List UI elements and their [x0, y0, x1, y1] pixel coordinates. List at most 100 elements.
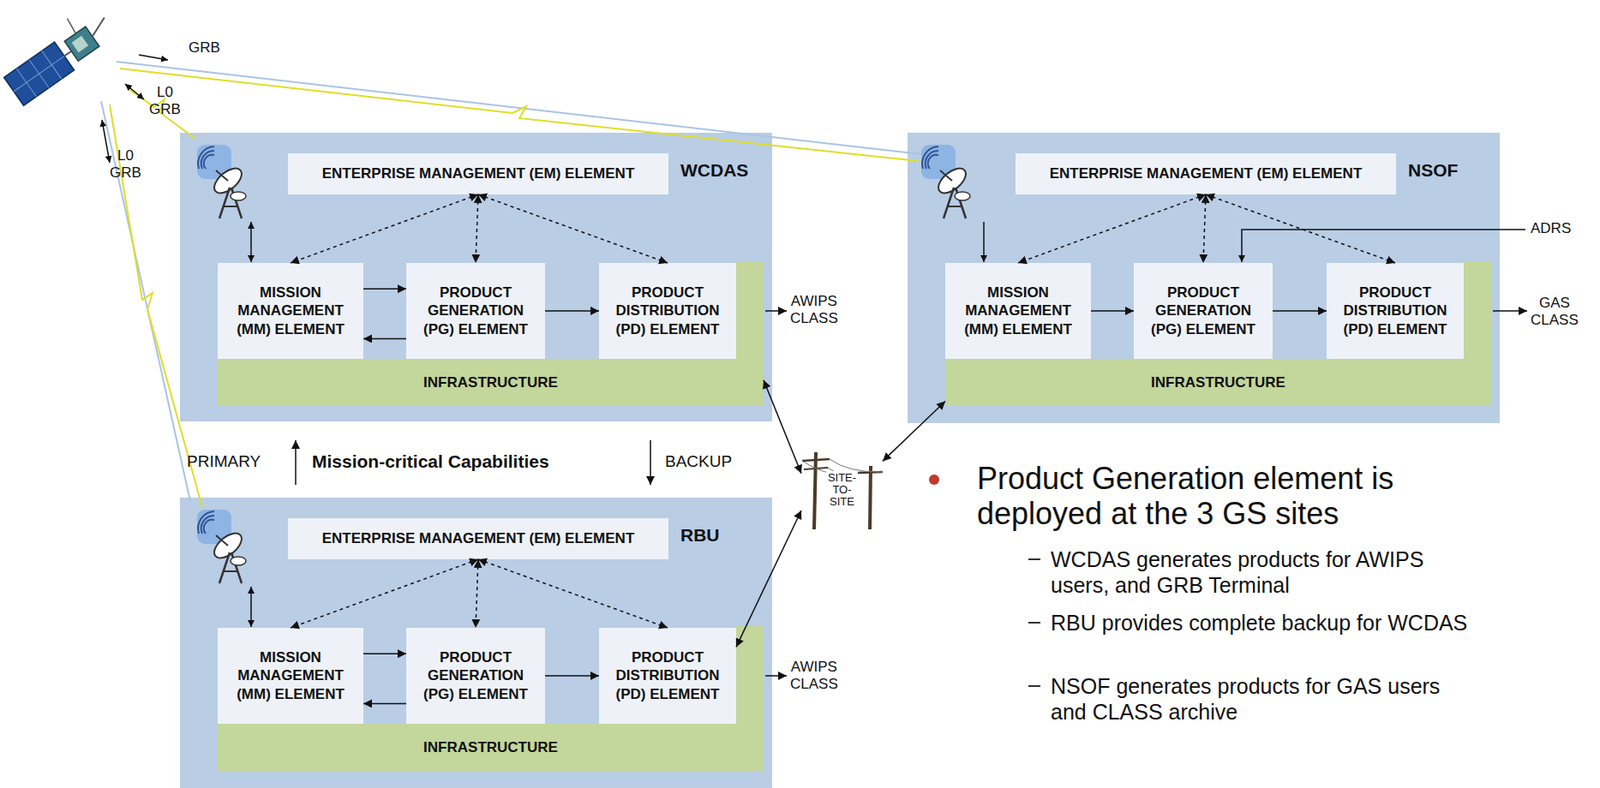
utility-pole [802, 459, 830, 462]
flow-connector [363, 338, 407, 341]
element-label: PRODUCT GENERATION (PG) ELEMENT [411, 283, 540, 339]
element-box: PRODUCT GENERATION (PG) ELEMENT [406, 628, 546, 725]
flow-connector [363, 653, 407, 655]
annotation-label: ADRS [1530, 220, 1571, 238]
satellite [29, 59, 49, 89]
text-label: WCDAS generates products for AWIPS users… [1050, 546, 1480, 599]
flow-connector [1090, 310, 1134, 312]
infrastructure-band: INFRASTRUCTURE [945, 359, 1492, 407]
annotation-label: PRIMARY [186, 452, 261, 472]
infrastructure-strip [736, 626, 764, 726]
dashed-connector [1203, 194, 1206, 264]
flow-arrows [765, 310, 787, 312]
flow-connector [1272, 310, 1327, 312]
dashed-connector [1205, 194, 1396, 264]
element-label: PRODUCT GENERATION (PG) ELEMENT [1138, 283, 1268, 339]
element-label: PRODUCT DISTRIBUTION (PD) ELEMENT [604, 648, 732, 704]
dashed-connector [475, 559, 479, 629]
site-name: RBU [680, 525, 720, 546]
antenna-icon [921, 144, 971, 219]
utility-pole [802, 452, 883, 530]
site-panel: RBUENTERPRISE MANAGEMENT (EM) ELEMENTMIS… [179, 497, 773, 788]
element-label: SITE-TO-SITE [826, 471, 858, 510]
text-label: AWIPS CLASS [790, 659, 839, 693]
utility-pole [869, 466, 871, 530]
dashed-connector [478, 194, 668, 264]
element-box: PRODUCT DISTRIBUTION (PD) ELEMENT [599, 263, 737, 360]
text-label: GRB [188, 39, 221, 57]
downlink-lines [116, 61, 922, 155]
element-label: PRODUCT DISTRIBUTION (PD) ELEMENT [1331, 283, 1459, 339]
bullet-markers [1028, 558, 1041, 561]
dashed-connector [1018, 194, 1206, 264]
flow-connector [545, 675, 600, 678]
bullet-markers [928, 474, 940, 486]
utility-pole [802, 461, 857, 475]
flow-connector [736, 510, 802, 648]
annotation-label: AWIPS CLASS [790, 659, 839, 693]
element-label: ENTERPRISE MANAGEMENT (EM) ELEMENT [1049, 164, 1363, 183]
text-label: NSOF generates products for GAS users an… [1050, 673, 1480, 726]
satellite [13, 55, 65, 91]
flow-arrows [138, 54, 168, 60]
annotation-label: L0 GRB [109, 147, 142, 181]
element-label: INFRASTRUCTURE [423, 374, 558, 392]
enterprise-management-box: ENTERPRISE MANAGEMENT (EM) ELEMENT [287, 153, 669, 195]
dashed-connector [290, 194, 479, 264]
text-label: BACKUP [665, 452, 732, 472]
flow-arrows [125, 83, 144, 100]
flow-connector [545, 310, 600, 312]
element-label: INFRASTRUCTURE [1150, 374, 1286, 392]
flow-connector [363, 287, 407, 290]
annotation-label: GAS CLASS [1530, 294, 1579, 329]
element-label: MISSION MANAGEMENT (MM) ELEMENT [950, 283, 1086, 339]
flow-arrows [1241, 229, 1526, 263]
infrastructure-band: INFRASTRUCTURE [217, 359, 764, 407]
flow-connector [882, 401, 946, 462]
element-label: PRODUCT DISTRIBUTION (PD) ELEMENT [604, 283, 732, 339]
text-label: L0 GRB [149, 83, 181, 118]
infrastructure-strip [1463, 261, 1492, 361]
enterprise-management-box: ENTERPRISE MANAGEMENT (EM) ELEMENT [287, 518, 669, 560]
text-label: Product Generation element is deployed a… [976, 461, 1492, 533]
site-name: NSOF [1408, 160, 1458, 181]
dashed-connector [290, 559, 479, 629]
satellite [71, 35, 89, 53]
infrastructure-strip [736, 261, 764, 361]
satellite [16, 68, 36, 97]
annotation-label: AWIPS CLASS [790, 293, 839, 327]
flow-arrows [250, 587, 252, 628]
downlink-lines [119, 68, 919, 162]
infrastructure-band: INFRASTRUCTURE [217, 724, 764, 772]
text-label: Mission-critical Capabilities [311, 451, 550, 473]
satellite [41, 50, 62, 79]
satellite [0, 0, 120, 106]
element-label: MISSION MANAGEMENT (MM) ELEMENT [222, 283, 359, 339]
antenna-icon [197, 144, 971, 584]
bullet-markers [1028, 622, 1041, 624]
annotation-label: L0 GRB [149, 83, 181, 118]
satellite [4, 41, 75, 106]
text-label: PRIMARY [186, 452, 261, 472]
flow-arrows [250, 221, 252, 263]
utility-pole [803, 467, 828, 470]
element-label: ENTERPRISE MANAGEMENT (EM) ELEMENT [322, 529, 636, 548]
element-box: PRODUCT GENERATION (PG) ELEMENT [1133, 263, 1273, 360]
flow-arrows [101, 54, 1528, 677]
text-label: L0 GRB [109, 147, 142, 181]
satellite [64, 51, 72, 57]
satellite [87, 17, 109, 37]
annotation-label: Mission-critical Capabilities [311, 451, 550, 473]
site-to-site-pole: SITE-TO-SITE [801, 449, 883, 532]
text-label: RBU provides complete backup for WCDAS [1050, 610, 1480, 636]
element-label: PRODUCT GENERATION (PG) ELEMENT [411, 648, 540, 704]
site-panel: NSOF ENTERPRISE MANAGEMENT (EM) ELEMENT MI… [907, 132, 1500, 424]
text-label: AWIPS CLASS [790, 293, 839, 327]
antenna-icon [197, 509, 246, 584]
utility-pole [814, 452, 816, 530]
downlink-lines [101, 61, 922, 508]
element-box: PRODUCT GENERATION (PG) ELEMENT [406, 263, 546, 360]
satellite [65, 18, 78, 35]
bullet-text: RBU provides complete backup for WCDAS [1050, 610, 1480, 636]
